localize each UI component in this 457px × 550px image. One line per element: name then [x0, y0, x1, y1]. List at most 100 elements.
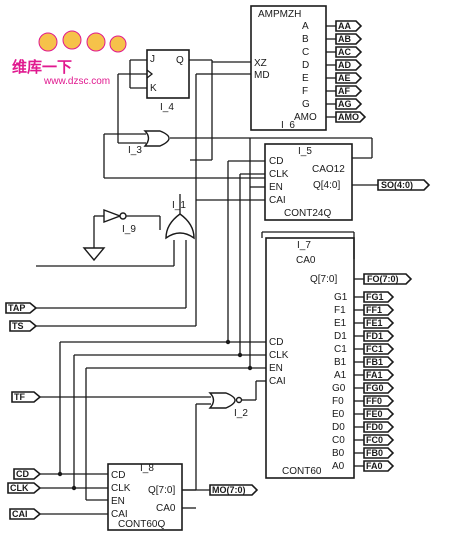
cont60-pin-cai: CAI	[269, 376, 286, 387]
cont60-pin-f0: F0	[332, 396, 344, 407]
svg-text:FB1: FB1	[366, 357, 383, 367]
cont60q-wires	[40, 471, 210, 515]
en-bus-wire	[85, 187, 266, 500]
port-fo: FO(7:0)	[363, 273, 413, 285]
ampmzh-pin-a: A	[302, 21, 309, 32]
jk-pin-q: Q	[176, 55, 184, 66]
cont60-pin-q70: Q[7:0]	[310, 274, 337, 285]
port-amo: AMO	[335, 111, 367, 123]
amp-output-ports: AA AB AC AD AE AF AG AMO	[335, 20, 367, 123]
svg-text:FG1: FG1	[366, 292, 384, 302]
and-gate-2-symbol	[208, 392, 236, 409]
port-ff0: FF0	[363, 395, 395, 407]
ampmzh-pin-b: B	[302, 34, 309, 45]
port-tap: TAP	[5, 302, 38, 314]
ampmzh-pin-xz: XZ	[254, 58, 267, 69]
svg-text:FB0: FB0	[366, 448, 383, 458]
port-fa0: FA0	[363, 460, 395, 472]
cont24q-pin-cd: CD	[269, 156, 283, 167]
and-gate-3-label: I_3	[128, 145, 142, 156]
cont60-block: I_7 CA0 Q[7:0] G1 F1 E1 D1 C1 B1 A1 G0 F…	[265, 237, 355, 479]
cont60-pin-c0: C0	[332, 435, 345, 446]
inverter-9: I_9	[103, 208, 136, 235]
ampmzh-pin-c: C	[302, 47, 309, 58]
svg-text:AG: AG	[338, 99, 352, 109]
svg-text:FD0: FD0	[366, 422, 383, 432]
cont60-title: CONT60	[282, 466, 322, 477]
port-clk: CLK	[7, 482, 42, 494]
port-fg1: FG1	[363, 291, 395, 303]
and-gate-2-label: I_2	[234, 408, 248, 419]
cont60-instance: I_7	[297, 240, 311, 251]
svg-text:AA: AA	[338, 21, 351, 31]
cont60-pin-a1: A1	[334, 370, 347, 381]
svg-text:FF1: FF1	[366, 305, 382, 315]
cont60-pin-b0: B0	[332, 448, 345, 459]
cont60-pin-f1: F1	[334, 305, 346, 316]
cont60-pin-c1: C1	[334, 344, 347, 355]
ampmzh-title: AMPMZH	[258, 9, 301, 20]
cont24q-pin-cao12: CAO12	[312, 164, 345, 175]
tap-ts-wires	[36, 252, 197, 327]
port-mo: MO(7:0)	[209, 484, 259, 496]
cont60-pin-d1: D1	[334, 331, 347, 342]
jk-wires	[118, 59, 251, 252]
ampmzh-instance: I_6	[281, 120, 295, 131]
ampmzh-body	[250, 5, 327, 131]
port-ac: AC	[335, 46, 363, 58]
svg-text:FC1: FC1	[366, 344, 383, 354]
and-gate-2: I_2	[208, 392, 248, 419]
cai-cont60-wire	[255, 380, 266, 400]
port-fg0: FG0	[363, 382, 395, 394]
watermark: 维库一下 www.dzsc.com	[12, 30, 127, 87]
port-ag: AG	[335, 98, 363, 110]
svg-text:FD1: FD1	[366, 331, 383, 341]
and-gate-3: I_3	[128, 130, 170, 156]
cont60-pin-g0: G0	[332, 383, 346, 394]
svg-text:AC: AC	[338, 47, 351, 57]
port-fe0: FE0	[363, 408, 395, 420]
or-gate-1-label: I_1	[172, 200, 186, 211]
jk-flipflop-body	[146, 49, 190, 99]
port-ts: TS	[9, 320, 38, 332]
cont60q-title: CONT60Q	[118, 519, 165, 530]
ampmzh-pin-e: E	[302, 73, 309, 84]
cont24q-pin-clk: CLK	[269, 169, 289, 180]
svg-text:FG0: FG0	[366, 383, 384, 393]
cont60-pin-d0: D0	[332, 422, 345, 433]
cont60q-pin-en: EN	[111, 496, 125, 507]
cont60-pin-b1: B1	[334, 357, 347, 368]
cont60-pin-cd: CD	[269, 337, 283, 348]
svg-text:TAP: TAP	[8, 303, 25, 313]
svg-text:AMO: AMO	[338, 112, 359, 122]
cont60-pin-e0: E0	[332, 409, 345, 420]
svg-text:AB: AB	[338, 34, 351, 44]
port-fc1: FC1	[363, 343, 395, 355]
svg-text:SO(4:0): SO(4:0)	[381, 180, 413, 190]
svg-text:FO(7:0): FO(7:0)	[367, 274, 399, 284]
jk-pin-k: K	[150, 83, 157, 94]
jk-instance: I_4	[160, 102, 174, 113]
port-fd1: FD1	[363, 330, 395, 342]
port-fb0: FB0	[363, 447, 395, 459]
ampmzh-pin-f: F	[302, 86, 308, 97]
port-fe1: FE1	[363, 317, 395, 329]
cont60q-pin-cai: CAI	[111, 509, 128, 520]
cont60q-pin-clk: CLK	[111, 483, 131, 494]
port-ae: AE	[335, 72, 363, 84]
svg-text:AE: AE	[338, 73, 351, 83]
cont60-pin-e1: E1	[334, 318, 347, 329]
and-gate-3-wires	[103, 74, 373, 179]
cont60q-pin-cd: CD	[111, 470, 125, 481]
inverter-9-wires	[93, 215, 160, 248]
ampmzh-pin-amo: AMO	[294, 112, 317, 123]
ampmzh-pin-g: G	[302, 99, 310, 110]
svg-text:AD: AD	[338, 60, 351, 70]
cont60-pin-a0: A0	[332, 461, 345, 472]
cont60q-pin-ca0: CA0	[156, 503, 176, 514]
svg-text:AF: AF	[338, 86, 350, 96]
svg-text:CLK: CLK	[10, 483, 29, 493]
port-cd: CD	[13, 468, 42, 480]
cont24q-pin-q40: Q[4:0]	[313, 180, 340, 191]
